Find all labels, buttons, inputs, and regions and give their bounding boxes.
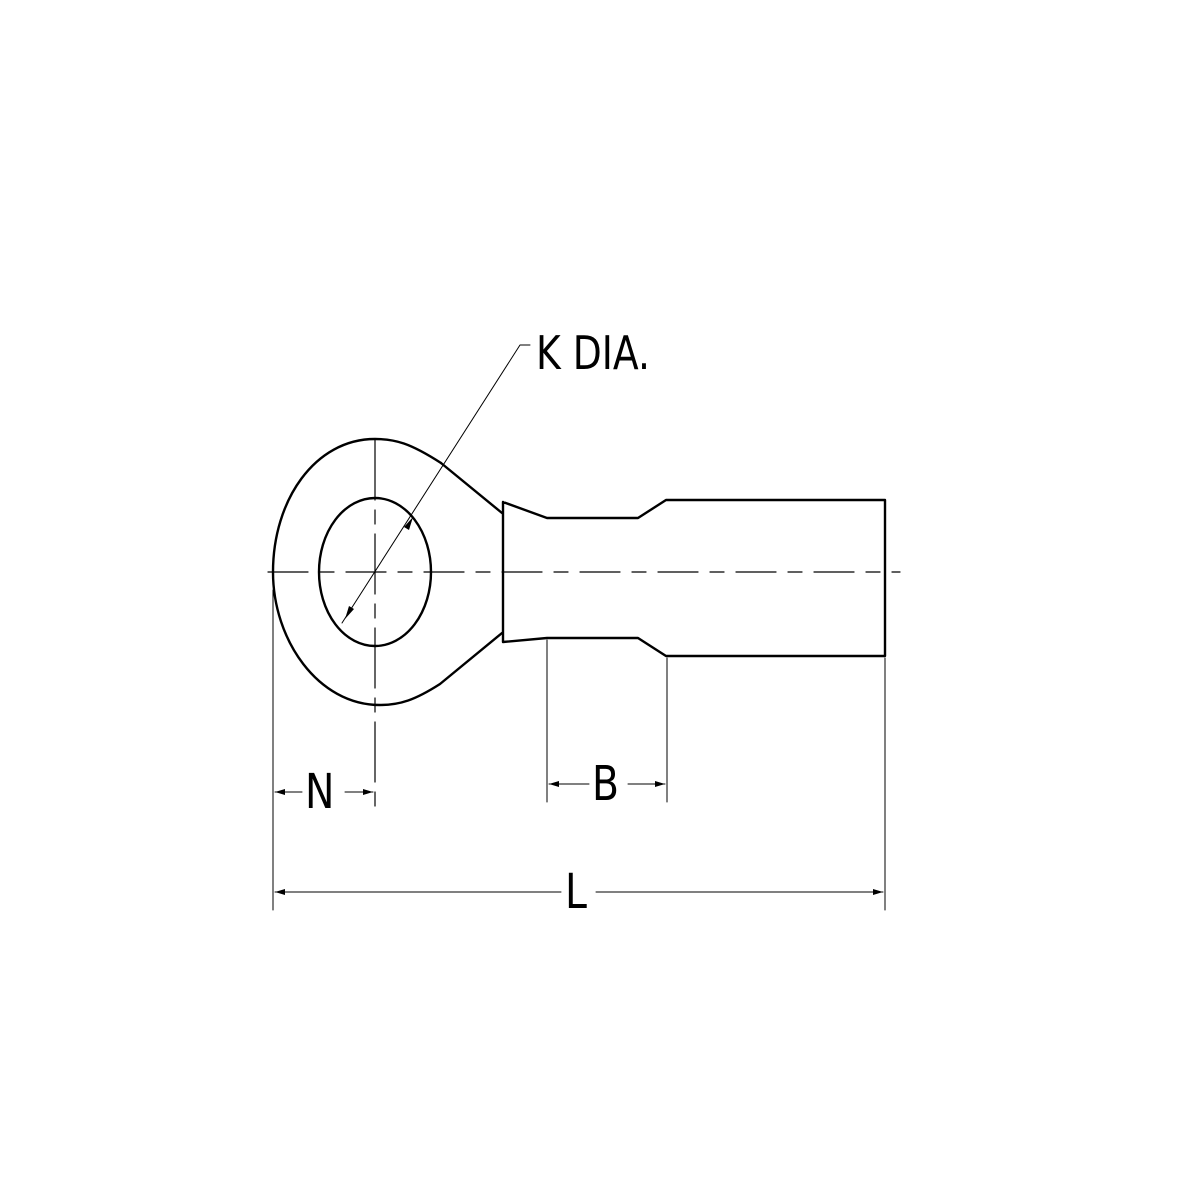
barrel-flare <box>501 498 887 658</box>
arrowheads <box>275 517 883 895</box>
ring-outline-top <box>439 461 504 515</box>
l-label: L <box>565 864 587 920</box>
b-label: B <box>592 756 620 812</box>
n-label: N <box>305 764 335 820</box>
k-dia-label: K DIA. <box>536 326 651 380</box>
k-dia-leader <box>341 344 531 624</box>
